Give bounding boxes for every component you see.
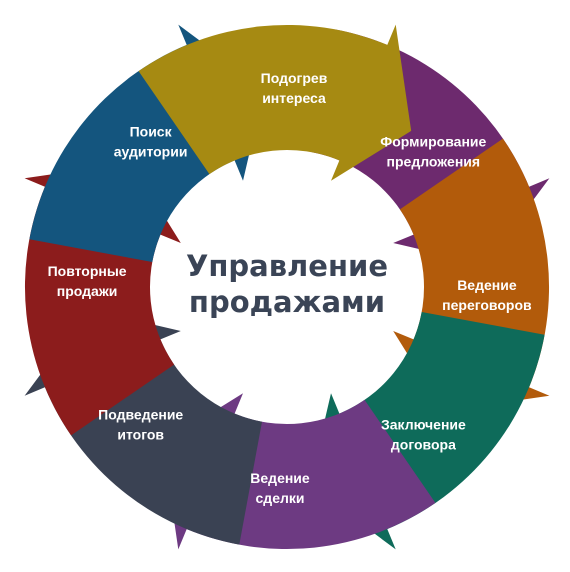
stage-label-8: Поиск аудитории bbox=[114, 124, 188, 160]
stage-label-6-line-1: Подведение bbox=[98, 406, 183, 422]
cycle-segments bbox=[24, 24, 550, 550]
stage-label-2: Формирование предложения bbox=[380, 134, 486, 170]
center-title-line-2: продажами bbox=[189, 285, 385, 319]
stage-label-5: Ведение сделки bbox=[250, 470, 310, 506]
stage-label-1-line-2: интереса bbox=[262, 90, 326, 106]
stage-label-4-line-2: договора bbox=[391, 436, 456, 452]
stage-label-1-line-1: Подогрев bbox=[261, 70, 328, 86]
stage-label-7-line-1: Повторные bbox=[48, 263, 127, 279]
stage-label-6-line-2: итогов bbox=[117, 426, 164, 442]
stage-label-4-line-1: Заключение bbox=[381, 416, 466, 432]
cycle-arrow-1 bbox=[138, 24, 412, 181]
stage-label-1: Подогрев интереса bbox=[261, 70, 328, 106]
stage-label-3-line-2: переговоров bbox=[442, 297, 532, 313]
center-title-line-1: Управление bbox=[186, 249, 388, 283]
stage-label-8-line-1: Поиск bbox=[130, 124, 173, 140]
stage-label-2-line-2: предложения bbox=[387, 154, 481, 170]
stage-label-3-line-1: Ведение bbox=[457, 277, 517, 293]
stage-label-3: Ведение переговоров bbox=[442, 277, 532, 313]
stage-label-4: Заключение договора bbox=[381, 416, 466, 452]
stage-label-5-line-1: Ведение bbox=[250, 470, 310, 486]
stage-label-8-line-2: аудитории bbox=[114, 144, 188, 160]
stage-label-7-line-2: продажи bbox=[57, 283, 118, 299]
stage-label-5-line-2: сделки bbox=[256, 490, 305, 506]
stage-label-6: Подведение итогов bbox=[98, 406, 183, 442]
stage-label-7: Повторные продажи bbox=[48, 263, 127, 299]
stage-label-2-line-1: Формирование bbox=[380, 134, 486, 150]
